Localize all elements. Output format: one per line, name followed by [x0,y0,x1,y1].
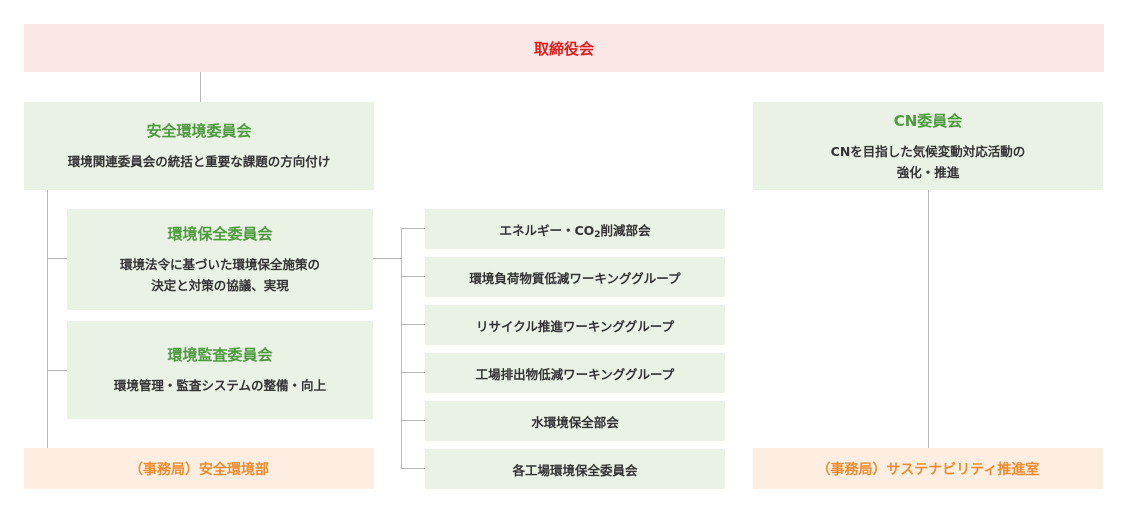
subgroup-factory-env: 各工場環境保全委員会 [425,449,725,489]
board-of-directors-box: 取締役会 [24,24,1104,72]
env-protection-committee-description-line1: 環境法令に基づいた環境保全施策の [119,257,320,272]
env-audit-committee-box: 環境監査委員会 環境管理・監査システムの整備・向上 [67,321,373,419]
cn-committee-description-line2: 強化・推進 [896,164,960,180]
secretariat-sustainability-box: （事務局）サステナビリティ推進室 [753,448,1103,489]
subgroup-energy-co2: エネルギー・CO2削減部会 [425,209,725,249]
secretariat-sustainability-label: （事務局）サステナビリティ推進室 [816,461,1040,478]
subgroup-factory-emissions: 工場排出物低減ワーキンググループ [425,353,725,393]
connector-env-protection-to-subgroups [373,258,401,259]
cn-committee-title: CN委員会 [893,111,963,130]
connector-board-to-safety [200,72,201,102]
connector-sub-1 [401,228,425,229]
connector-sub-5 [401,420,425,421]
subgroup-recycling: リサイクル推進ワーキンググループ [425,305,725,345]
subgroup-energy-co2-label: エネルギー・CO2削減部会 [499,220,651,240]
env-protection-committee-box: 環境保全委員会 環境法令に基づいた環境保全施策の 決定と対策の協議、実現 [67,209,373,310]
connector-to-env-protection [47,258,67,259]
connector-cn-vertical [928,190,929,448]
safety-environment-committee-box: 安全環境委員会 環境関連委員会の統括と重要な課題の方向付け [24,102,374,190]
env-audit-committee-description: 環境管理・監査システムの整備・向上 [113,378,327,393]
secretariat-safety-box: （事務局）安全環境部 [24,448,374,489]
subgroup-energy-co2-prefix: エネルギー・CO [499,222,595,238]
cn-committee-box: CN委員会 CNを目指した気候変動対応活動の 強化・推進 [753,102,1103,190]
subgroup-hazardous-substances: 環境負荷物質低減ワーキンググループ [425,257,725,297]
subgroup-water-env-label: 水環境保全部会 [531,414,619,430]
connector-sub-2 [401,276,425,277]
connector-sub-6 [401,468,425,469]
env-audit-committee-title: 環境監査委員会 [167,346,273,364]
connector-sub-4 [401,372,425,373]
subgroup-hazardous-substances-label: 環境負荷物質低減ワーキンググループ [469,270,681,286]
env-protection-committee-title: 環境保全委員会 [167,225,273,243]
connector-to-env-audit [47,370,67,371]
secretariat-safety-label: （事務局）安全環境部 [129,461,269,478]
safety-environment-committee-title: 安全環境委員会 [146,122,252,140]
env-protection-committee-description-line2: 決定と対策の協議、実現 [151,278,289,293]
connector-sub-3 [401,324,425,325]
cn-committee-description-line1: CNを目指した気候変動対応活動の [830,143,1026,159]
board-label: 取締役会 [533,39,594,58]
subgroup-factory-env-label: 各工場環境保全委員会 [512,462,638,478]
subgroup-energy-co2-subscript: 2 [594,229,601,240]
connector-subgroups-vertical [401,228,402,469]
subgroup-recycling-label: リサイクル推進ワーキンググループ [475,318,674,334]
connector-safety-vertical [47,190,48,448]
subgroup-energy-co2-suffix: 削減部会 [600,222,651,238]
subgroup-water-env: 水環境保全部会 [425,401,725,441]
safety-environment-committee-description: 環境関連委員会の統括と重要な課題の方向付け [67,154,331,169]
subgroup-factory-emissions-label: 工場排出物低減ワーキンググループ [475,366,675,382]
